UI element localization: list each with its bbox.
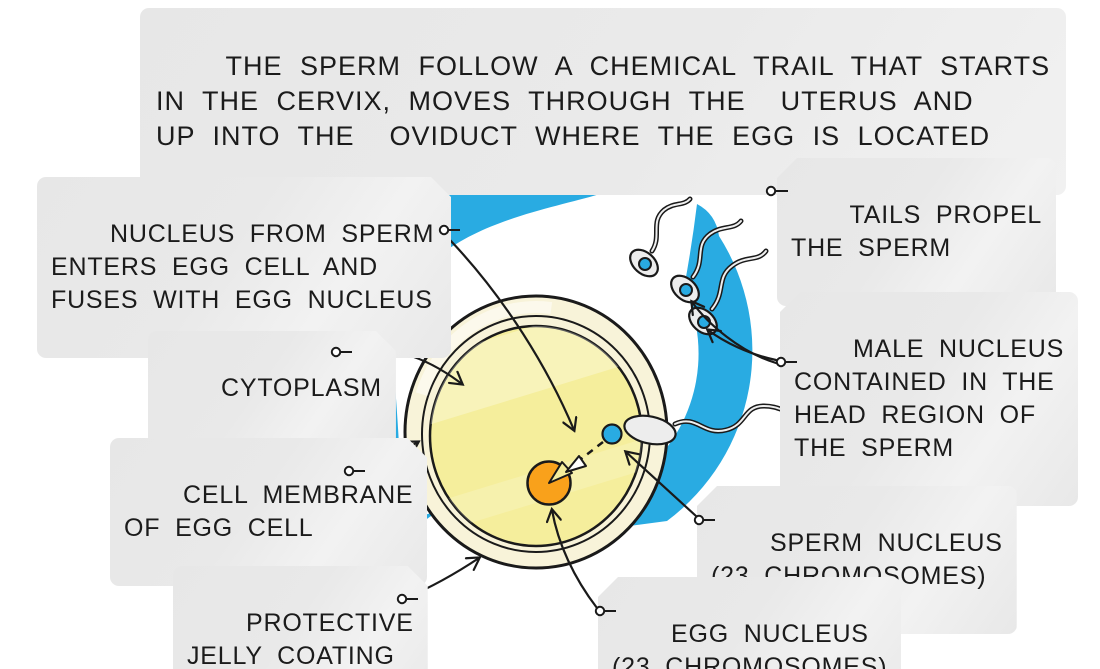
egg-cell (403, 294, 669, 570)
label-text: CYTOPLASM (220, 374, 382, 402)
connector-lines (340, 238, 778, 610)
egg-nucleus-graphic (526, 441, 604, 506)
label-text: NUCLEUS FROM SPERM ENTERS EGG CELL AND F… (51, 220, 435, 314)
title-box: THE SPERM FOLLOW A CHEMICAL TRAIL THAT S… (140, 8, 1067, 195)
fusion-arrowhead (565, 455, 587, 473)
egg-nucleus-notch (548, 461, 573, 484)
sperm-head (623, 414, 677, 446)
label-protective-jelly: PROTECTIVE JELLY COATING (173, 566, 428, 669)
jelly-highlight (410, 301, 662, 563)
arrow-sperm-nucleus (626, 452, 698, 518)
label-text: EGG NUCLEUS (23 CHROMOSOMES) (612, 620, 888, 669)
arrow-egg-nucleus (552, 510, 599, 610)
label-nucleus-from-sperm: NUCLEUS FROM SPERM ENTERS EGG CELL AND F… (37, 177, 451, 358)
label-text: MALE NUCLEUS CONTAINED IN THE HEAD REGIO… (794, 335, 1065, 462)
arrow-male-nucleus-2 (692, 302, 778, 365)
sperm-swimmer (670, 218, 744, 304)
label-tails-propel: TAILS PROPEL THE SPERM (777, 158, 1057, 306)
arrow-nucleus-from-sperm (448, 238, 574, 430)
arrow-male-nucleus-1 (708, 330, 778, 362)
sperm-nucleus-in-head (638, 257, 652, 271)
label-cytoplasm: CYTOPLASM (148, 331, 396, 446)
label-text: PROTECTIVE JELLY COATING (187, 609, 414, 669)
label-text: SPERM NUCLEUS (23 CHROMOSOMES) (711, 529, 1003, 590)
label-cell-membrane: CELL MEMBRANE OF EGG CELL (110, 438, 427, 586)
sperm-swimmer (629, 196, 693, 278)
sperm-nucleus-dot (601, 423, 623, 445)
sperm-nucleus-in-head (679, 283, 693, 297)
label-text: TAILS PROPEL THE SPERM (791, 201, 1043, 262)
label-text: CELL MEMBRANE OF EGG CELL (124, 481, 414, 542)
label-egg-nucleus: EGG NUCLEUS (23 CHROMOSOMES) (598, 577, 902, 669)
label-male-nucleus: MALE NUCLEUS CONTAINED IN THE HEAD REGIO… (780, 292, 1079, 506)
title-text: THE SPERM FOLLOW A CHEMICAL TRAIL THAT S… (156, 51, 1051, 151)
